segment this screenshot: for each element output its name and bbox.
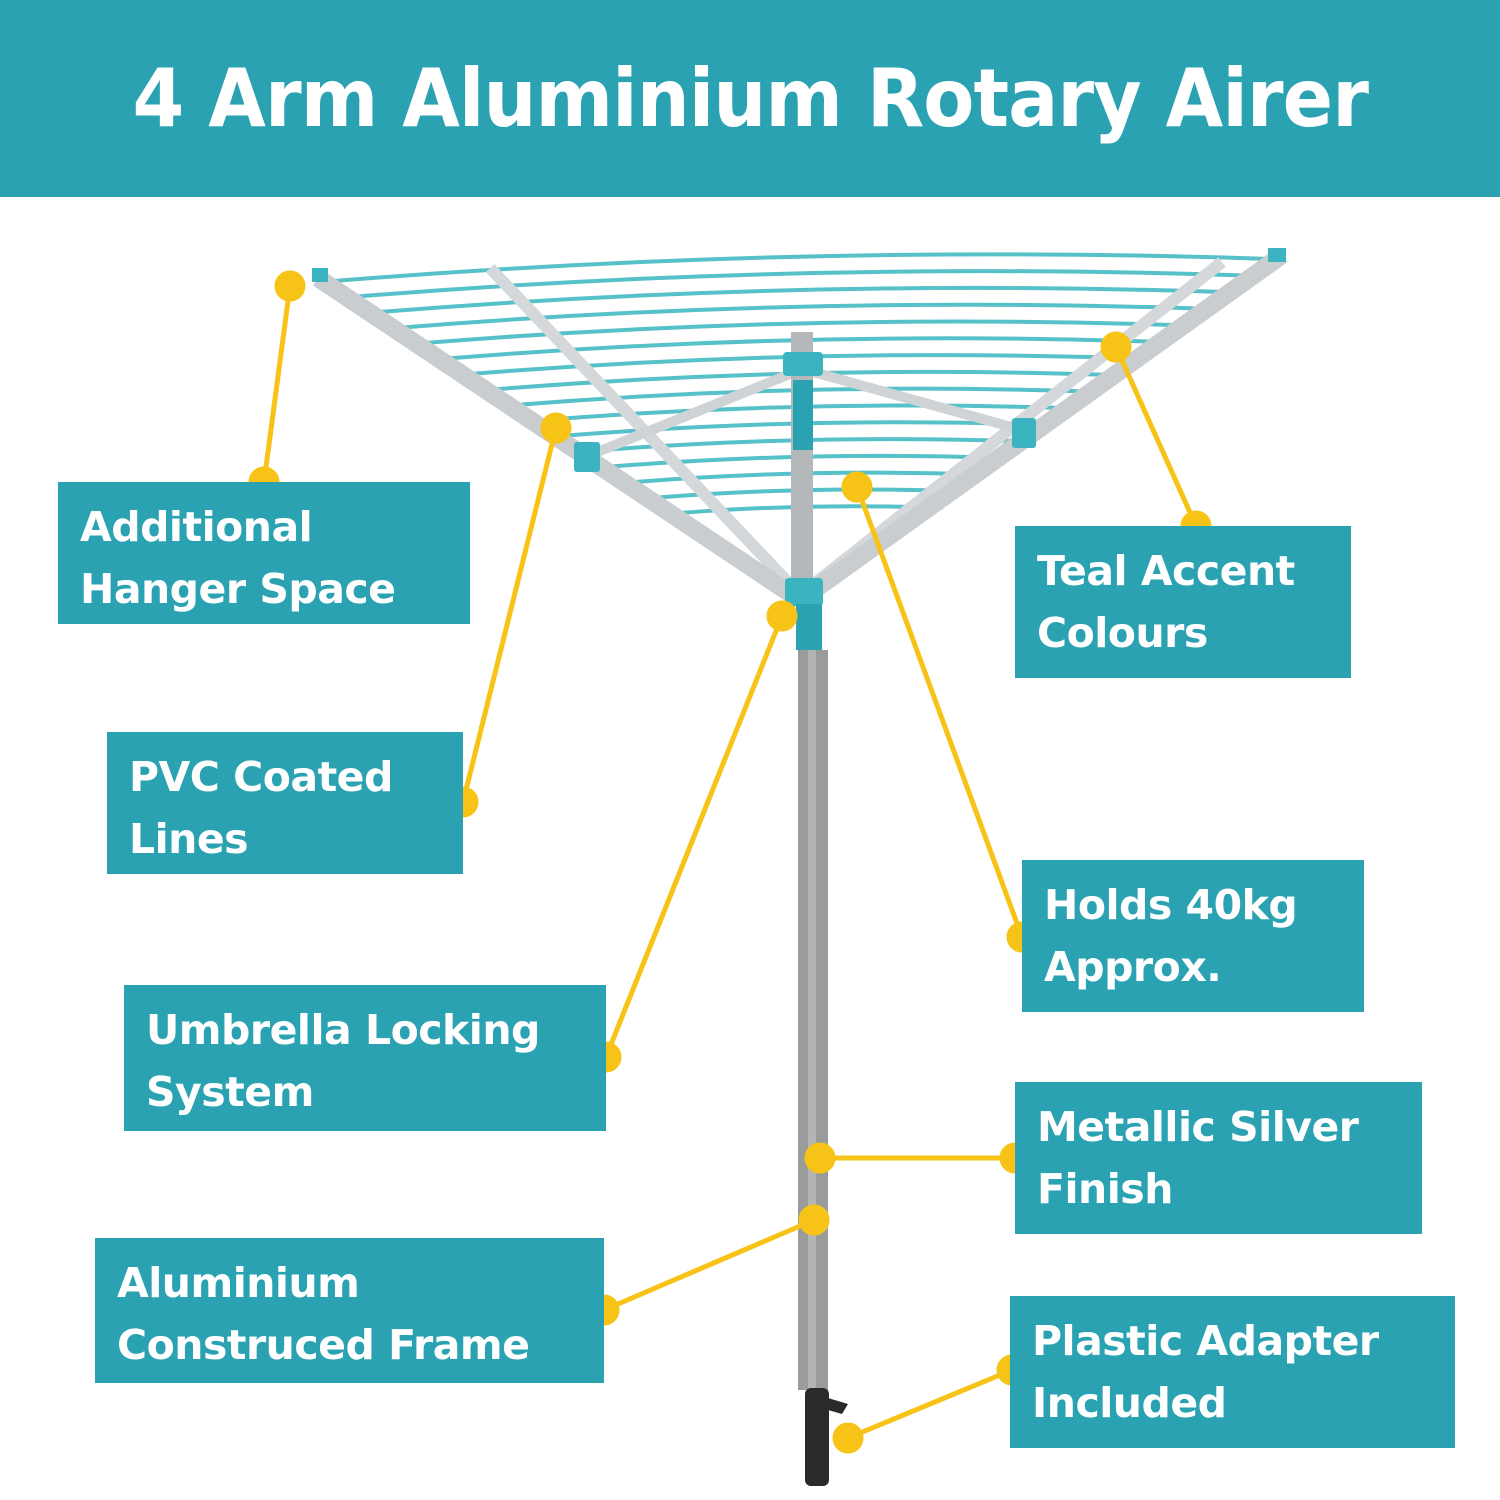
page-title: 4 Arm Aluminium Rotary Airer	[132, 52, 1368, 145]
callout-line: Umbrella Locking	[146, 1006, 540, 1054]
front-right-arm	[794, 247, 1288, 608]
pole-sleeve	[796, 604, 822, 650]
washing-line	[416, 319, 1184, 346]
washing-line	[323, 252, 1277, 284]
right-strut	[804, 365, 1024, 435]
callout-holds-40kg: Holds 40kg Approx.	[1022, 860, 1364, 1012]
callout-line: Approx.	[1044, 943, 1222, 991]
washing-line	[346, 269, 1254, 300]
callout-plastic-adapter: Plastic Adapter Included	[1010, 1296, 1455, 1448]
callout-line: Lines	[129, 815, 249, 863]
callout-line: Finish	[1037, 1165, 1173, 1213]
callout-line: Colours	[1037, 609, 1208, 657]
lower-hub	[785, 578, 823, 606]
callout-line: Hanger Space	[80, 565, 396, 613]
arm-cap	[312, 268, 328, 282]
callout-umbrella-locking-system: Umbrella Locking System	[124, 985, 606, 1131]
callout-metallic-silver-finish: Metallic Silver Finish	[1015, 1082, 1422, 1234]
callout-line: Teal Accent	[1037, 547, 1295, 595]
ground-spike	[805, 1388, 829, 1486]
callout-line: Included	[1032, 1379, 1227, 1427]
title-banner: 4 Arm Aluminium Rotary Airer	[0, 0, 1500, 197]
hub-collar	[793, 380, 813, 450]
pole-highlight	[808, 650, 816, 1390]
arm-cap	[1268, 248, 1286, 262]
callout-line: Holds 40kg	[1044, 881, 1298, 929]
callout-pvc-coated-lines: PVC Coated Lines	[107, 732, 463, 874]
callout-line: Metallic Silver	[1037, 1103, 1359, 1151]
washing-line	[393, 302, 1207, 331]
washing-line	[369, 285, 1231, 315]
callout-line: Construced Frame	[117, 1321, 530, 1369]
callout-line: Aluminium	[117, 1259, 360, 1307]
callout-line: Plastic Adapter	[1032, 1317, 1379, 1365]
callout-teal-accent-colours: Teal Accent Colours	[1015, 526, 1351, 678]
callout-line: Additional	[80, 503, 313, 551]
top-hub	[783, 352, 823, 376]
callout-line: PVC Coated	[129, 753, 393, 801]
callout-aluminium-frame: Aluminium Construced Frame	[95, 1238, 604, 1383]
callout-additional-hanger-space: Additional Hanger Space	[58, 482, 470, 624]
callout-line: System	[146, 1068, 314, 1116]
spike-thumb-screw	[828, 1398, 848, 1414]
callout-connectors	[248, 270, 1212, 1454]
left-strut-joint	[574, 442, 600, 472]
right-strut-joint	[1012, 418, 1036, 448]
left-strut	[588, 365, 802, 460]
